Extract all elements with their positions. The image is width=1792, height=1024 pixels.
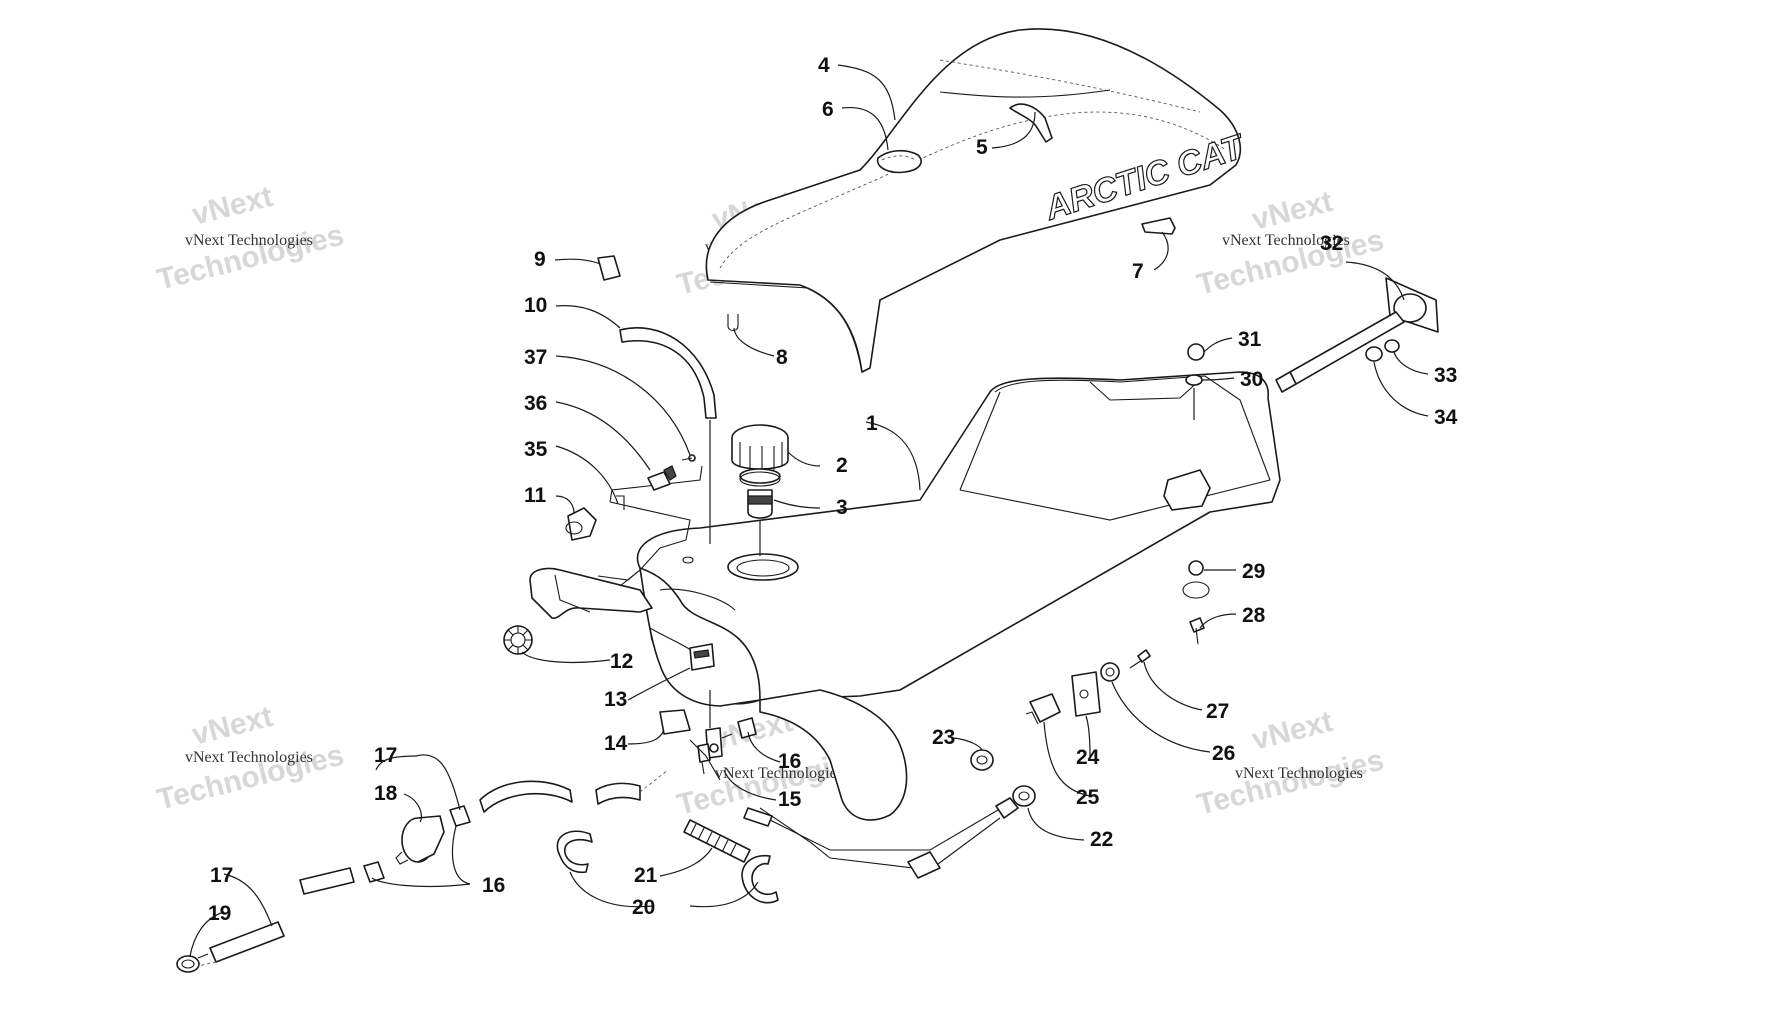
callout-5: 5 — [976, 136, 988, 159]
fuel-cap — [731, 424, 789, 471]
watermark-caption: vNext Technologies — [185, 232, 313, 249]
callout-34: 34 — [1434, 406, 1458, 429]
nut-34 — [1365, 346, 1383, 362]
seat: ARCTIC CAT — [705, 28, 1251, 373]
bracket-24 — [1071, 671, 1101, 717]
callout-31: 31 — [1238, 328, 1262, 351]
callout-4: 4 — [818, 54, 830, 77]
watermark-caption: vNext Technologies — [185, 749, 313, 766]
callout-28: 28 — [1242, 604, 1266, 627]
clamp-20-left — [556, 830, 593, 874]
fuel-neck — [739, 468, 781, 519]
fuel-hose-lower — [299, 867, 355, 895]
callout-16-upper: 16 — [778, 750, 801, 773]
callout-16-lower: 16 — [482, 874, 505, 897]
watermark-caption: vNext Technologies — [1222, 232, 1350, 249]
callout-14: 14 — [604, 732, 628, 755]
callout-18: 18 — [374, 782, 398, 805]
callout-26: 26 — [1212, 742, 1235, 765]
clamp-16-upper — [737, 717, 757, 739]
bolt-28 — [1189, 617, 1205, 645]
callout-36: 36 — [524, 392, 547, 415]
fuel-hose-upper — [479, 780, 573, 813]
fuel-tank — [529, 371, 1281, 821]
callout-15: 15 — [778, 788, 802, 811]
vent-hose — [619, 327, 717, 419]
washer-33 — [1384, 339, 1400, 353]
switch-25 — [1025, 693, 1061, 725]
callout-17-lower: 17 — [210, 864, 233, 887]
nut-22 — [1012, 785, 1036, 807]
watermark-top-right: vNext Technologies vNext Technologies — [1194, 185, 1387, 302]
watermark-vnext: vNext — [189, 180, 276, 232]
clamp-16-b — [363, 861, 385, 883]
callout-24: 24 — [1076, 746, 1100, 769]
washer-29 — [1182, 560, 1210, 599]
clip — [597, 255, 621, 281]
callout-labels: 1 2 3 4 5 6 7 8 9 10 11 12 13 14 15 16 1… — [208, 54, 1458, 925]
callout-23: 23 — [932, 726, 955, 749]
callout-12: 12 — [610, 650, 633, 673]
clamp-20-right — [741, 854, 779, 904]
bracket-14 — [659, 709, 691, 735]
callout-20: 20 — [632, 896, 655, 919]
wire-harness — [597, 465, 703, 587]
callout-2: 2 — [836, 454, 848, 477]
leader-lines — [189, 64, 1429, 957]
washer-30 — [1185, 374, 1203, 386]
wire-35 — [616, 495, 625, 510]
sensor-11 — [565, 507, 597, 541]
watermark-top-left: vNext Technologies vNext Technologies — [154, 180, 347, 297]
callout-17-upper: 17 — [374, 744, 397, 767]
watermark-caption: vNext Technologies — [715, 765, 843, 782]
callout-21: 21 — [634, 864, 658, 887]
callout-25: 25 — [1076, 786, 1100, 809]
cable-22 — [743, 797, 1019, 879]
callout-33: 33 — [1434, 364, 1457, 387]
seat-hook — [1141, 217, 1176, 235]
callout-6: 6 — [822, 98, 834, 121]
callout-32: 32 — [1320, 232, 1343, 255]
hose-clamp-19 — [176, 953, 209, 973]
key-switch-32 — [1275, 277, 1439, 393]
callout-9: 9 — [534, 248, 546, 271]
screw-27 — [1129, 649, 1151, 669]
watermark-vnext: vNext — [1249, 705, 1336, 757]
nut-23 — [970, 749, 994, 771]
nut-31 — [1187, 343, 1205, 361]
callout-1: 1 — [866, 412, 878, 435]
watermark-caption: vNext Technologies — [1235, 765, 1363, 782]
grommet — [503, 625, 533, 655]
callout-10: 10 — [524, 294, 547, 317]
callout-7: 7 — [1132, 260, 1144, 283]
fuel-hose-lower-2 — [209, 921, 285, 963]
fuel-filter — [395, 815, 445, 865]
callout-27: 27 — [1206, 700, 1229, 723]
spring-21 — [683, 819, 751, 863]
u-clip — [727, 314, 739, 332]
watermark-technologies: Technologies — [154, 219, 347, 297]
watermark-bottom-left: vNext Technologies vNext Technologies — [154, 700, 347, 817]
callout-35: 35 — [524, 438, 548, 461]
callout-13: 13 — [604, 688, 627, 711]
callout-29: 29 — [1242, 560, 1265, 583]
fuel-valve — [697, 727, 733, 775]
connector-36 — [647, 465, 677, 491]
callout-22: 22 — [1090, 828, 1113, 851]
callout-37: 37 — [524, 346, 547, 369]
nut-26 — [1100, 662, 1120, 682]
callout-8: 8 — [776, 346, 788, 369]
callout-3: 3 — [836, 496, 848, 519]
callout-11: 11 — [524, 484, 547, 507]
callout-19: 19 — [208, 902, 231, 925]
fuel-hose-short — [595, 782, 641, 805]
callout-30: 30 — [1240, 368, 1263, 391]
watermark-vnext: vNext — [1249, 185, 1336, 237]
watermark-vnext: vNext — [189, 700, 276, 752]
